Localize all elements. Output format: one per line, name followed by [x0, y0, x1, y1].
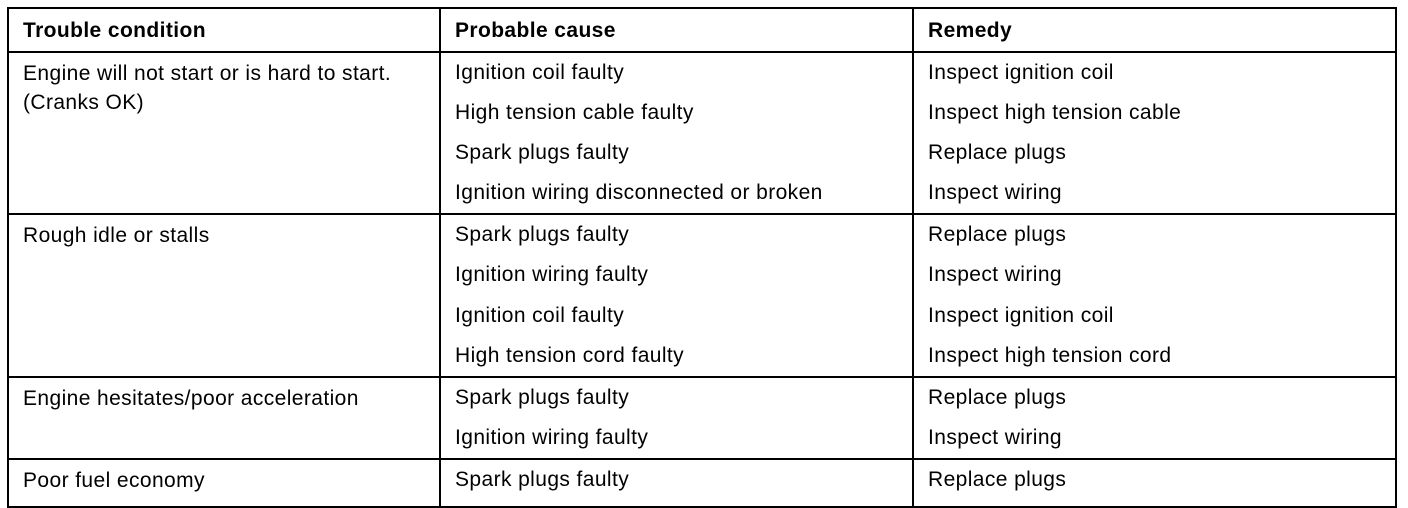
- probable-cause-cell: Ignition wiring faulty: [439, 417, 914, 459]
- remedy-cell: Inspect wiring: [912, 417, 1397, 459]
- remedy-cell: Inspect ignition coil: [912, 50, 1397, 94]
- trouble-condition-cell: Engine will not start or is hard to star…: [7, 50, 441, 215]
- table-row: High tension cord faulty Inspect high te…: [8, 335, 1397, 377]
- remedy-cell: Inspect high tension cord: [912, 335, 1397, 377]
- remedy-cell: Inspect ignition coil: [912, 295, 1397, 336]
- table-row: Ignition wiring faulty Inspect wiring: [8, 417, 1397, 459]
- trouble-condition-cell: Engine hesitates/poor acceleration: [7, 375, 441, 459]
- table-row: Engine hesitates/poor acceleration Spark…: [7, 375, 1397, 459]
- remedy-cell: Replace plugs: [912, 133, 1397, 174]
- table-row: Engine will not start or is hard to star…: [7, 50, 1397, 215]
- probable-cause-cell: Spark plugs faulty: [439, 133, 914, 174]
- probable-cause-cell: High tension cord faulty: [439, 335, 914, 377]
- probable-cause-cell: Spark plugs faulty: [439, 457, 914, 508]
- remedy-cell: Inspect high tension cable: [912, 93, 1397, 134]
- table-row: Poor fuel economy Spark plugs faulty Rep…: [7, 457, 1397, 508]
- remedy-cell: Inspect wiring: [912, 173, 1397, 215]
- header-trouble-condition: Trouble condition: [7, 7, 441, 53]
- probable-cause-cell: High tension cable faulty: [439, 93, 914, 134]
- remedy-cell: Inspect wiring: [912, 255, 1397, 296]
- table-row: Spark plugs faulty Replace plugs: [8, 133, 1397, 174]
- table-row: Rough idle or stalls Spark plugs faulty …: [7, 213, 1397, 377]
- probable-cause-cell: Spark plugs faulty: [439, 375, 914, 418]
- header-remedy: Remedy: [912, 7, 1397, 53]
- header-probable-cause: Probable cause: [439, 7, 914, 53]
- table-row: Ignition wiring disconnected or broken I…: [8, 173, 1397, 215]
- remedy-cell: Replace plugs: [912, 213, 1397, 256]
- probable-cause-cell: Spark plugs faulty: [439, 213, 914, 256]
- header-row: Trouble condition Probable cause Remedy: [7, 7, 1397, 53]
- trouble-condition-cell: Poor fuel economy: [7, 457, 441, 508]
- probable-cause-cell: Ignition wiring disconnected or broken: [439, 173, 914, 215]
- probable-cause-cell: Ignition wiring faulty: [439, 255, 914, 296]
- trouble-condition-cell: Rough idle or stalls: [7, 213, 441, 377]
- table-row: High tension cable faulty Inspect high t…: [8, 93, 1397, 134]
- table-row: Ignition wiring faulty Inspect wiring: [8, 255, 1397, 296]
- probable-cause-cell: Ignition coil faulty: [439, 295, 914, 336]
- remedy-cell: Replace plugs: [912, 457, 1397, 508]
- remedy-cell: Replace plugs: [912, 375, 1397, 418]
- probable-cause-cell: Ignition coil faulty: [439, 50, 914, 94]
- troubleshooting-table: Trouble condition Probable cause Remedy …: [7, 7, 1397, 508]
- table-row: Ignition coil faulty Inspect ignition co…: [8, 295, 1397, 336]
